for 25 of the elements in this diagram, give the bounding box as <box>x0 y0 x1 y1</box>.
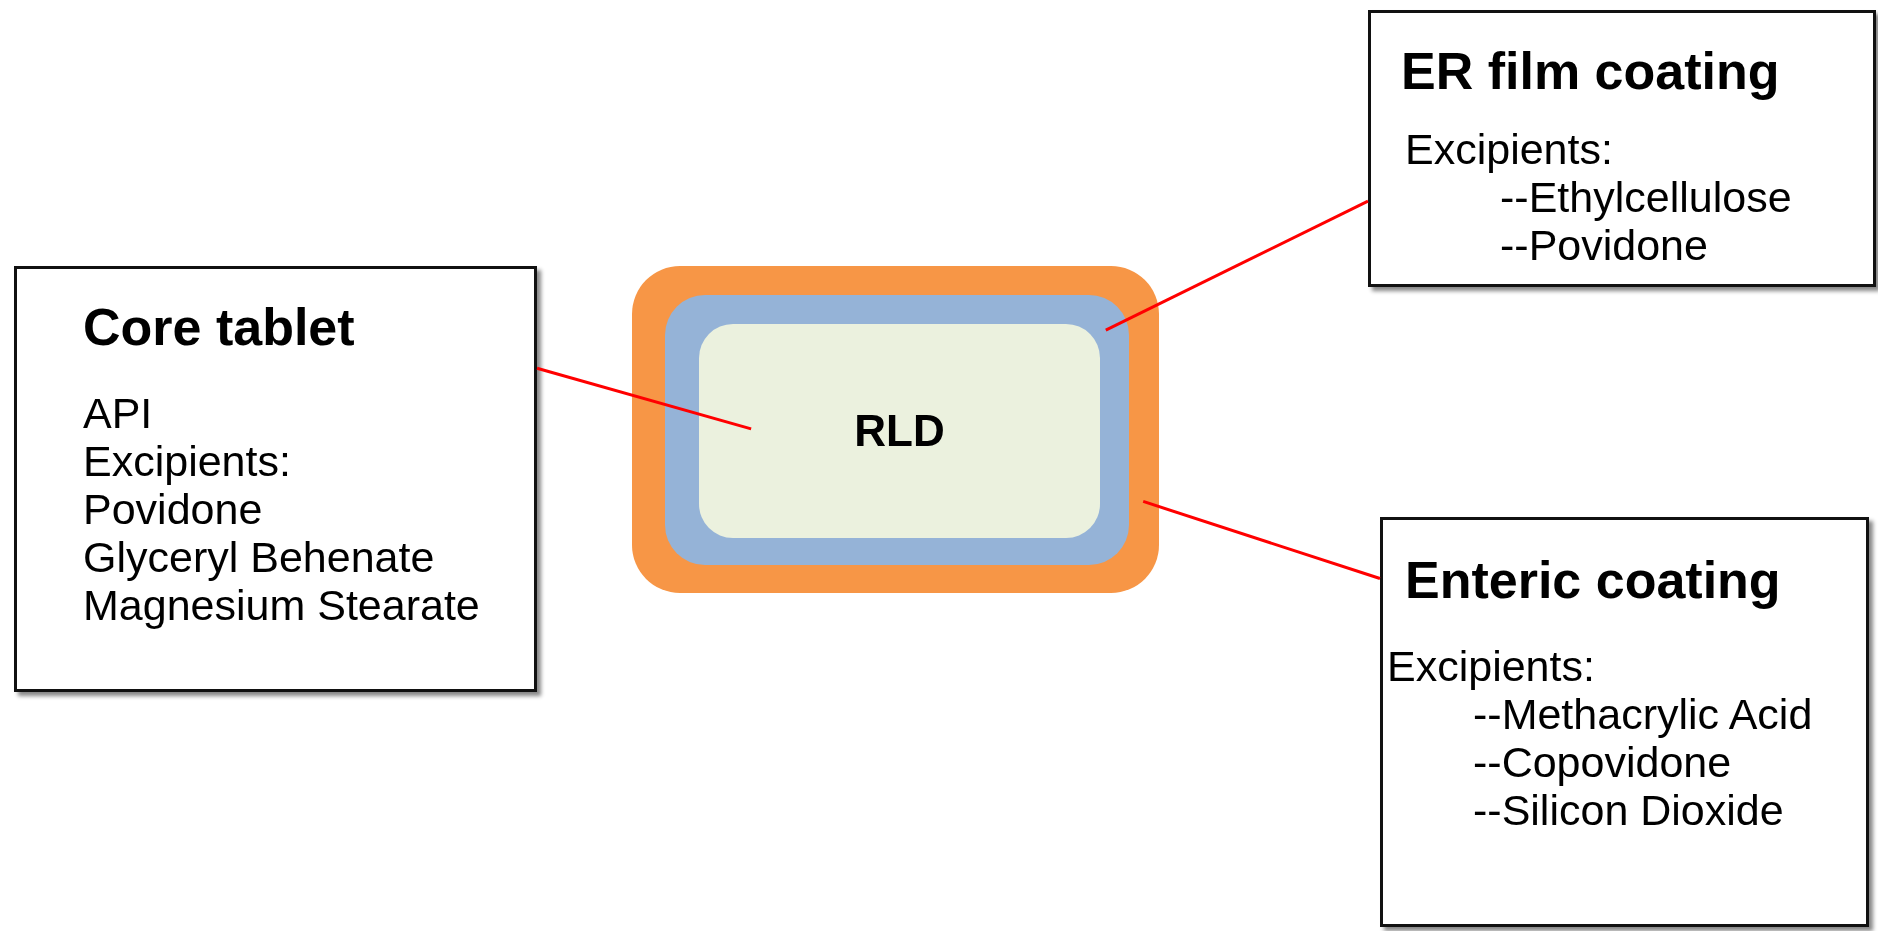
ingredient-text: --Ethylcellulose <box>1500 173 1792 222</box>
text-box <box>14 266 537 692</box>
leader-line <box>536 366 752 431</box>
box-heading: Enteric coating <box>1405 550 1781 610</box>
ingredient-text: --Silicon Dioxide <box>1473 786 1784 835</box>
coating-layer <box>632 266 1159 593</box>
ingredient-text: --Povidone <box>1500 221 1708 270</box>
coating-layer <box>665 295 1129 565</box>
ingredient-text: Excipients: <box>83 437 291 486</box>
ingredient-text: --Copovidone <box>1473 738 1732 787</box>
ingredient-text: --Methacrylic Acid <box>1473 690 1813 739</box>
text-box <box>1368 10 1876 287</box>
leader-line <box>1142 500 1381 580</box>
tablet-core <box>699 324 1100 538</box>
ingredient-text: Magnesium Stearate <box>83 581 480 630</box>
leader-line <box>1105 199 1369 332</box>
box-heading: ER film coating <box>1401 41 1780 101</box>
ingredient-text: API <box>83 389 153 438</box>
tablet-label: RLD <box>854 406 945 456</box>
list-heading: Excipients: <box>1387 642 1595 691</box>
ingredient-text: Glyceryl Behenate <box>83 533 435 582</box>
text-box <box>1380 517 1869 927</box>
ingredient-text: Povidone <box>83 485 263 534</box>
box-heading: Core tablet <box>83 297 355 357</box>
list-heading: Excipients: <box>1405 125 1613 174</box>
